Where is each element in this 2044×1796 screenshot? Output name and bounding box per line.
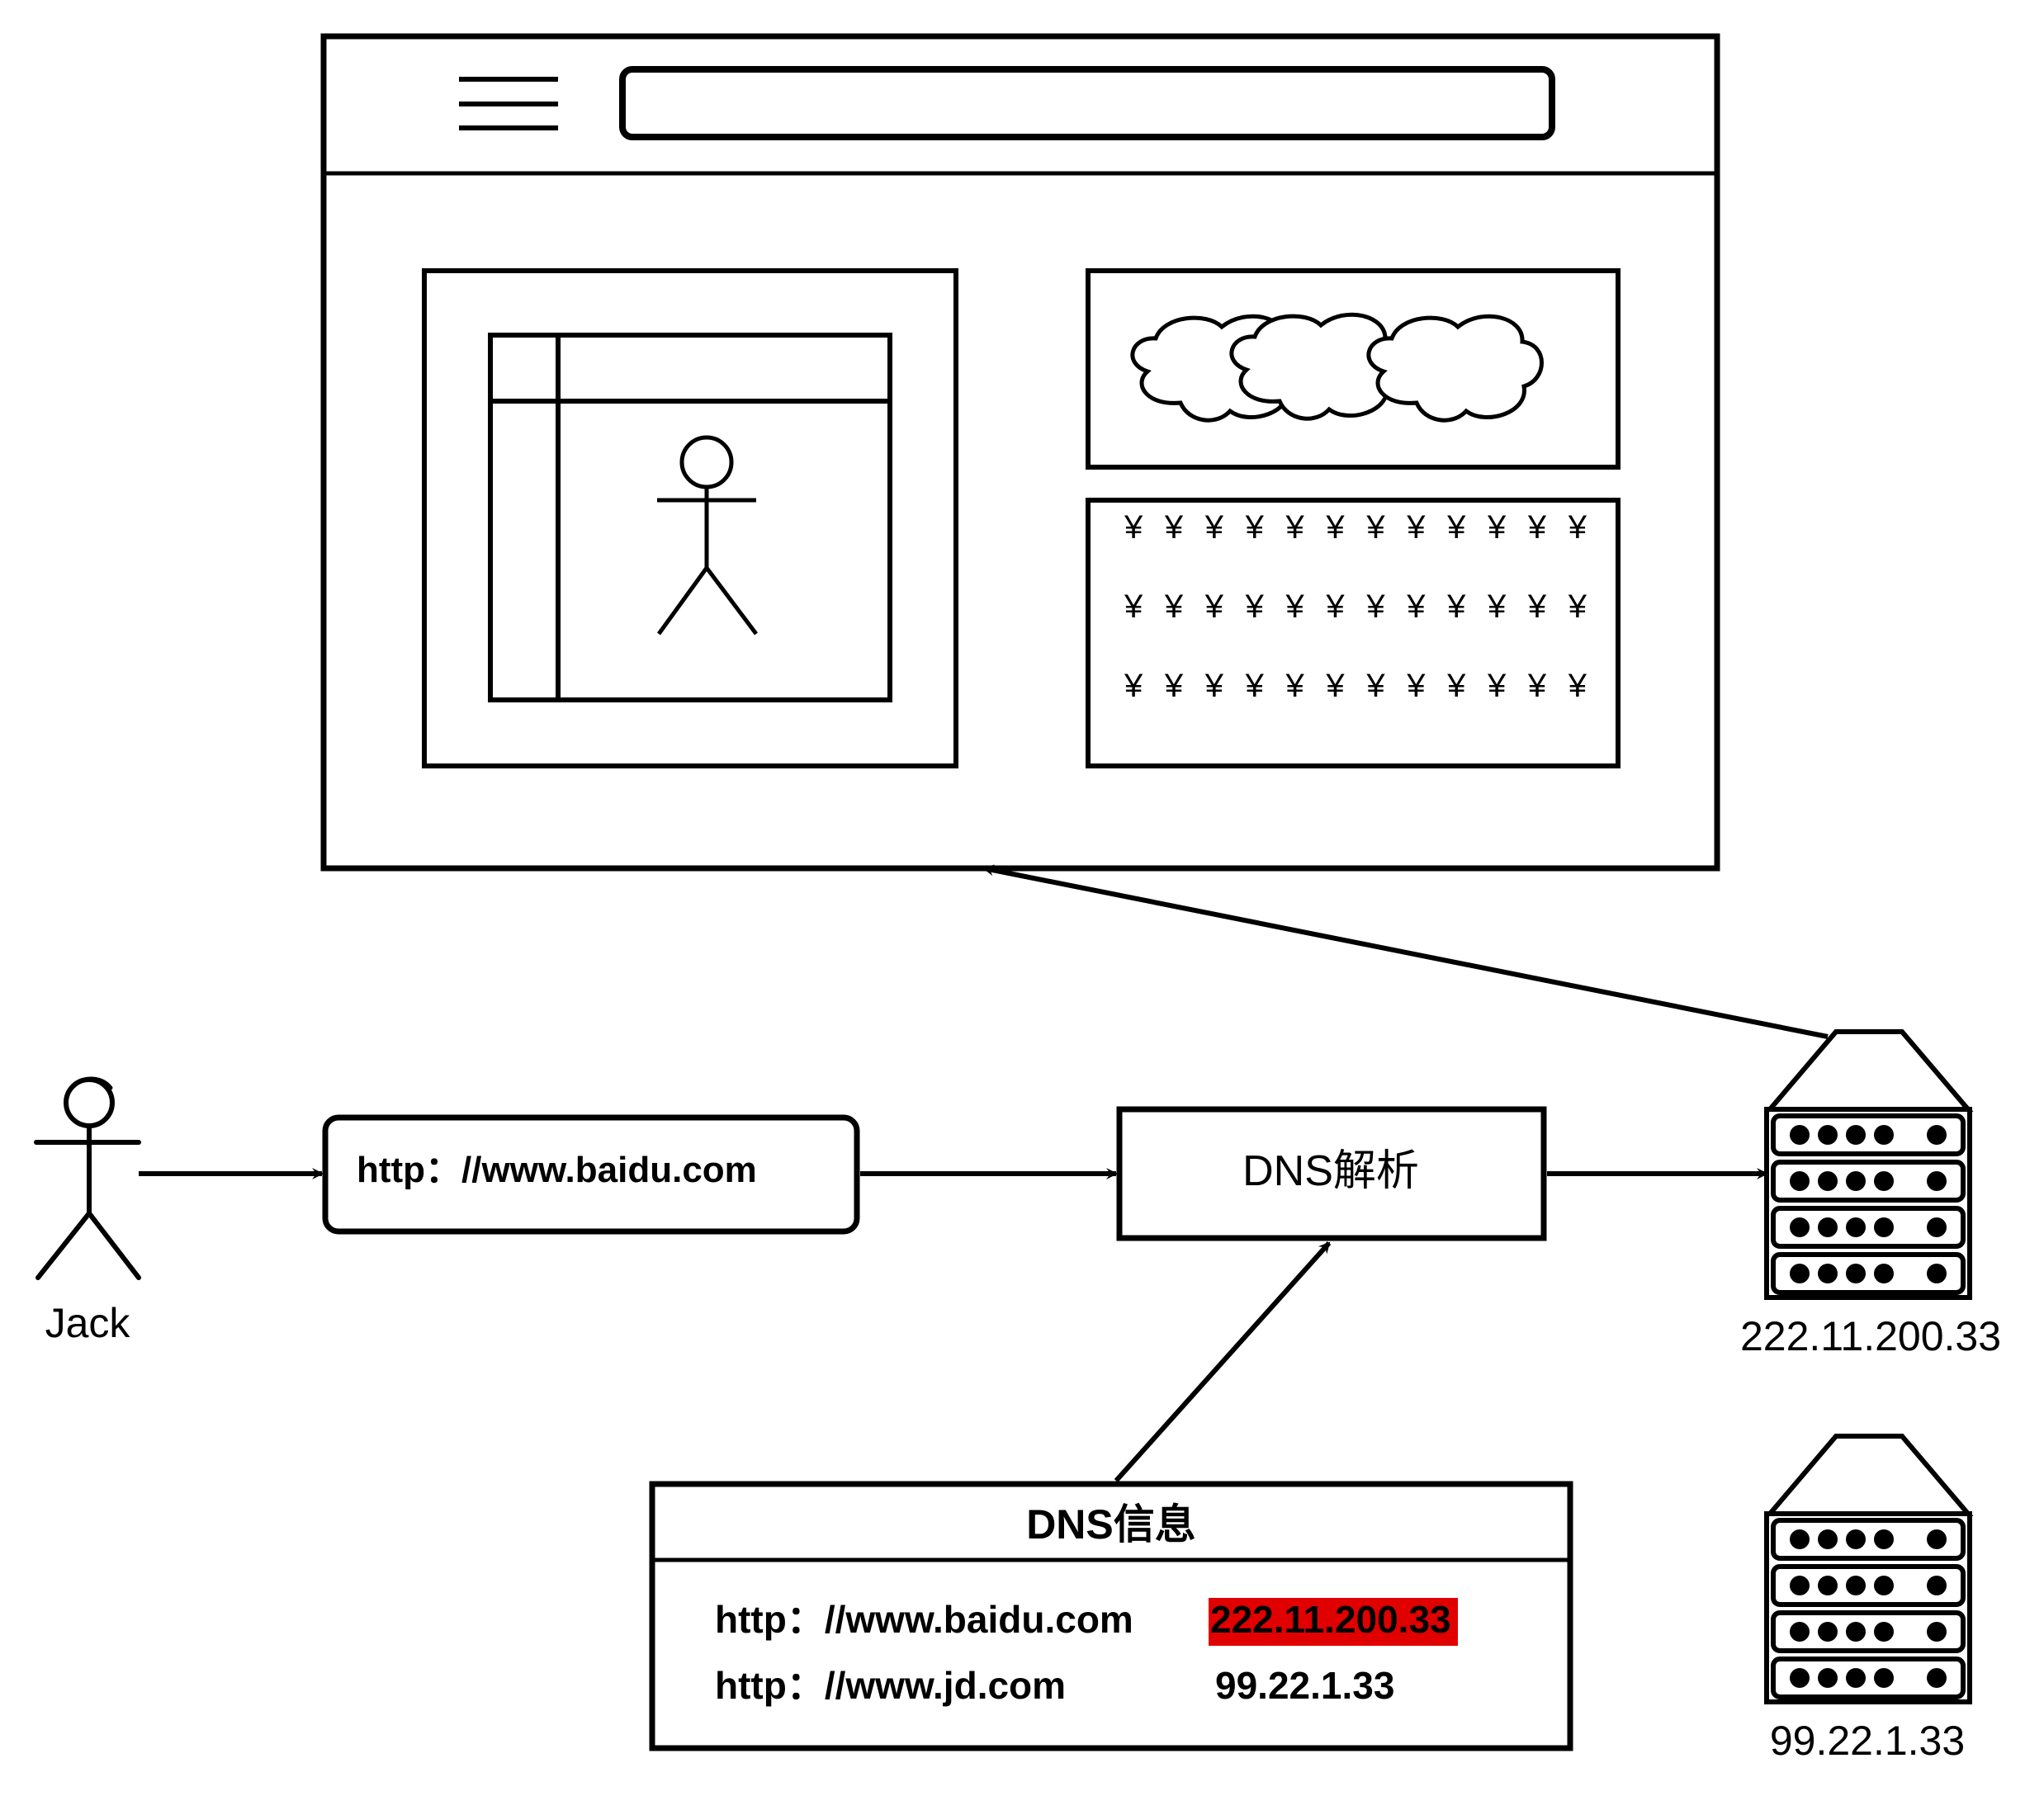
browser-frame [320,33,1720,872]
url-input-text: http：//www.baidu.com [357,1150,757,1190]
content-panel-left [422,268,958,768]
price-row: ¥ ¥ ¥ ¥ ¥ ¥ ¥ ¥ ¥ ¥ ¥ ¥ [1124,509,1587,546]
dns-row-ip: 222.11.200.33 [1210,1598,1451,1641]
arrow-table-to-dns [1114,1241,1332,1483]
ip-highlight [1209,1598,1458,1646]
server-ip-label: 222.11.200.33 [1740,1313,2001,1359]
server-icon [1764,1434,1974,1704]
hamburger-menu-icon[interactable] [459,77,558,130]
dns-row-ip: 99.22.1.33 [1215,1664,1394,1707]
server-ip-label: 99.22.1.33 [1770,1718,1965,1764]
server-icon [1764,1029,1974,1300]
dns-resolve-box [1116,1106,1547,1241]
browser-address-bar[interactable] [619,66,1555,140]
price-row: ¥ ¥ ¥ ¥ ¥ ¥ ¥ ¥ ¥ ¥ ¥ ¥ [1124,588,1587,625]
dns-row-url: http：//www.jd.com [715,1664,1066,1707]
browser-window: ¥ ¥ ¥ ¥ ¥ ¥ ¥ ¥ ¥ ¥ ¥ ¥ ¥ ¥ ¥ ¥ ¥ ¥ ¥ ¥ … [320,33,1720,872]
dns-table-title: DNS信息 [1026,1501,1196,1548]
dns-info-table: DNS信息 http：//www.baidu.com 222.11.200.33… [649,1481,1573,1751]
content-panel-clouds [1086,268,1621,470]
dns-row-url: http：//www.baidu.com [715,1598,1133,1641]
url-input-box[interactable] [322,1114,860,1235]
dns-resolve-label: DNS解析 [1242,1147,1419,1195]
person-icon [656,435,758,636]
content-panel-prices [1086,498,1621,768]
actor-name: Jack [45,1300,131,1346]
image-placeholder [488,333,892,702]
stick-figure-icon [34,1076,141,1280]
arrow-server-to-browser [982,864,1829,1039]
cloud-icon [1130,312,1544,423]
price-row: ¥ ¥ ¥ ¥ ¥ ¥ ¥ ¥ ¥ ¥ ¥ ¥ [1124,668,1587,704]
